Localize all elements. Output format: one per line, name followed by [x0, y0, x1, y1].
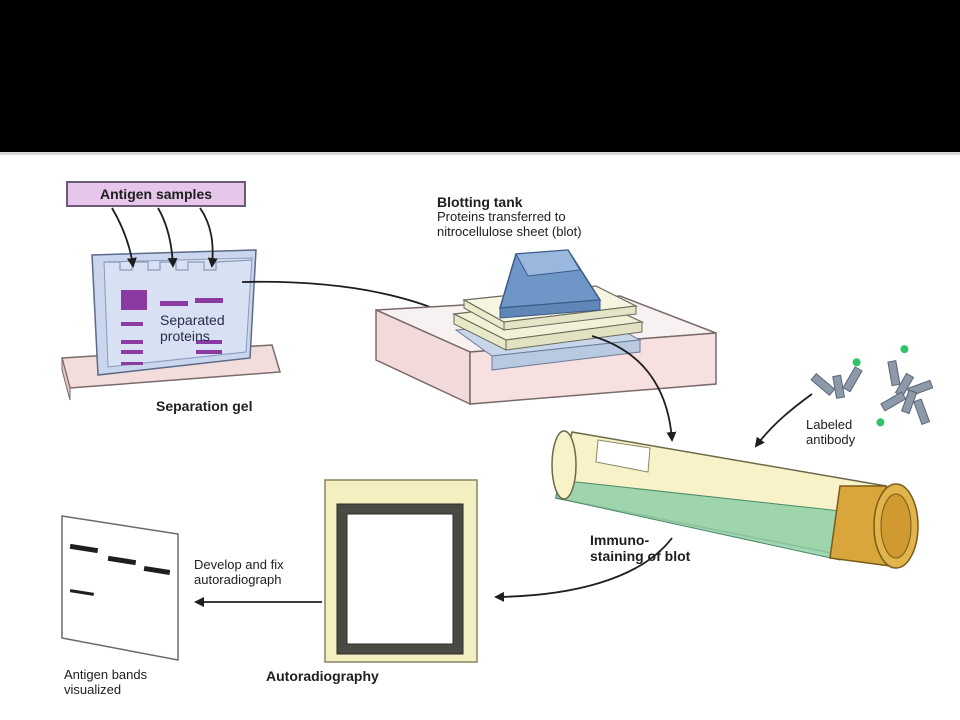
- gel-band: [121, 340, 143, 344]
- gel-band: [121, 322, 143, 326]
- labeled-antibody-line2: antibody: [806, 431, 856, 447]
- antigen-bands-line2: visualized: [64, 681, 122, 697]
- tank-to-tube-arrow: [591, 335, 677, 442]
- result-band: [143, 565, 171, 575]
- title-divider: [0, 152, 960, 155]
- gel-band: [121, 290, 147, 310]
- immunostaining-label: Immuno- staining of blot: [590, 532, 690, 564]
- develop-fix-line2: autoradiograph: [194, 571, 282, 587]
- labeled-antibodies: [810, 345, 934, 427]
- separation-gel-label: Separation gel: [156, 398, 253, 414]
- antibody-to-tube-arrow: [754, 393, 813, 448]
- tube-to-film-arrow: [494, 537, 673, 602]
- gel-band: [121, 362, 143, 365]
- immunostaining-tube: [551, 430, 919, 569]
- antigen-bands-sheet: [61, 515, 179, 661]
- antibody-icon: [810, 358, 863, 399]
- slide-title-bar: [0, 0, 960, 152]
- gel-band: [121, 350, 143, 354]
- antigen-bands-label: Antigen bands visualized: [64, 667, 148, 698]
- labeled-antibody-label: Labeled antibody: [806, 417, 856, 448]
- sample-arrows: [111, 207, 218, 268]
- separated-proteins-line1: Separated: [160, 312, 225, 328]
- separation-gel: [61, 249, 281, 401]
- antibody-icon: [876, 389, 931, 427]
- autoradiography-label: Autoradiography: [266, 668, 379, 684]
- separated-proteins-line2: proteins: [160, 328, 210, 345]
- separated-proteins-label: Separated proteins: [160, 312, 225, 344]
- result-band: [69, 543, 99, 554]
- blotting-desc-line1: Proteins transferred to: [437, 209, 566, 225]
- autoradiography-film: [324, 479, 478, 663]
- develop-fix-line1: Develop and fix: [194, 557, 284, 572]
- antigen-samples-label: Antigen samples: [66, 181, 246, 207]
- antibody-icon: [887, 345, 934, 398]
- gel-band: [196, 340, 222, 344]
- blotting-desc-line2: nitrocellulose sheet (blot): [437, 224, 582, 240]
- blotting-tank: [375, 249, 717, 406]
- gel-band: [195, 298, 223, 303]
- immunostaining-line2: staining of blot: [590, 548, 691, 565]
- immunostaining-line1: Immuno-: [590, 532, 650, 548]
- blotting-tank-caption: Blotting tank Proteins transferred to ni…: [437, 194, 582, 240]
- gel-band: [160, 301, 188, 306]
- blotting-tank-title: Blotting tank: [437, 194, 523, 210]
- labeled-antibody-line1: Labeled: [806, 417, 853, 432]
- develop-fix-label: Develop and fix autoradiograph: [194, 557, 284, 588]
- gel-band: [196, 350, 222, 354]
- result-band: [69, 589, 95, 596]
- result-band: [107, 555, 137, 566]
- antigen-bands-line1: Antigen bands: [64, 667, 148, 682]
